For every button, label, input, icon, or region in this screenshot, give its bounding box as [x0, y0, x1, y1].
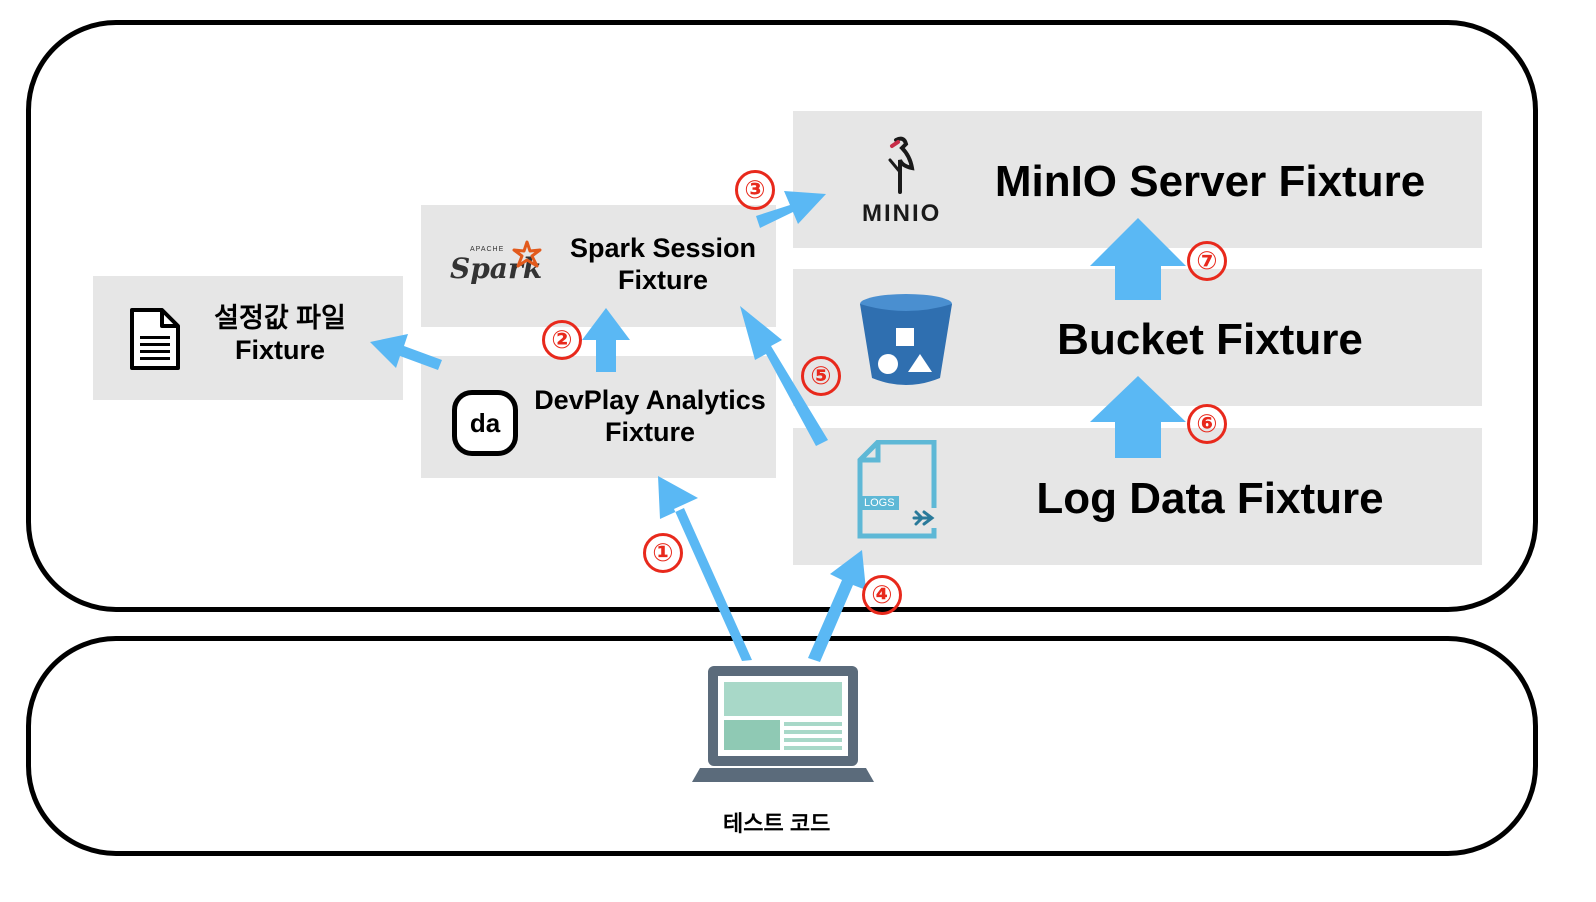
- laptop-icon: [692, 666, 874, 782]
- fixture-container: [26, 20, 1538, 612]
- minio-server-fixture-label: MinIO Server Fixture: [994, 157, 1426, 206]
- devplay-da-icon: da: [452, 390, 518, 456]
- arrow-step-5: [740, 306, 828, 446]
- spark-wordmark: Spark: [450, 252, 543, 285]
- arrow-step-6: [1090, 376, 1186, 458]
- step-badge-5: ⑤: [801, 356, 841, 396]
- arrow-step-3: [756, 191, 826, 228]
- arrow-config: [370, 334, 442, 370]
- log-file-icon: LOGS: [856, 440, 952, 540]
- step-badge-6: ⑥: [1187, 404, 1227, 444]
- arrow-step-4: [808, 550, 866, 662]
- arrow-step-7: [1090, 218, 1186, 300]
- minio-bird-icon: [888, 136, 915, 194]
- minio-wordmark: MINIO: [862, 200, 942, 227]
- devplay-analytics-fixture-label: DevPlay Analytics Fixture: [534, 385, 766, 448]
- arrow-step-1: [658, 476, 752, 661]
- config-file-fixture-label: 설정값 파일 Fixture: [214, 303, 346, 366]
- test-code-label: 테스트 코드: [723, 811, 831, 836]
- log-document-shape: [857, 440, 946, 539]
- step-badge-1: ①: [643, 533, 683, 573]
- spark-session-fixture-label: Spark Session Fixture: [569, 233, 757, 296]
- spark-session-fixture-box: [421, 205, 776, 327]
- step-badge-7: ⑦: [1187, 241, 1227, 281]
- step-badge-2: ②: [542, 320, 582, 360]
- bucket-fixture-label: Bucket Fixture: [1057, 315, 1363, 364]
- document-icon: [130, 308, 180, 370]
- apache-label: APACHE: [470, 246, 505, 253]
- apache-spark-logo-icon: APACHE Spark: [448, 238, 548, 298]
- spark-star-icon: [512, 240, 542, 268]
- step-badge-4: ④: [862, 575, 902, 615]
- minio-logo-icon: MINIO: [860, 136, 950, 228]
- logs-tag: LOGS: [860, 496, 899, 510]
- arrow-step-2: [582, 308, 630, 372]
- bucket-icon: [860, 294, 952, 385]
- test-code-container: [26, 636, 1538, 856]
- log-data-fixture-label: Log Data Fixture: [1036, 474, 1384, 523]
- step-badge-3: ③: [735, 170, 775, 210]
